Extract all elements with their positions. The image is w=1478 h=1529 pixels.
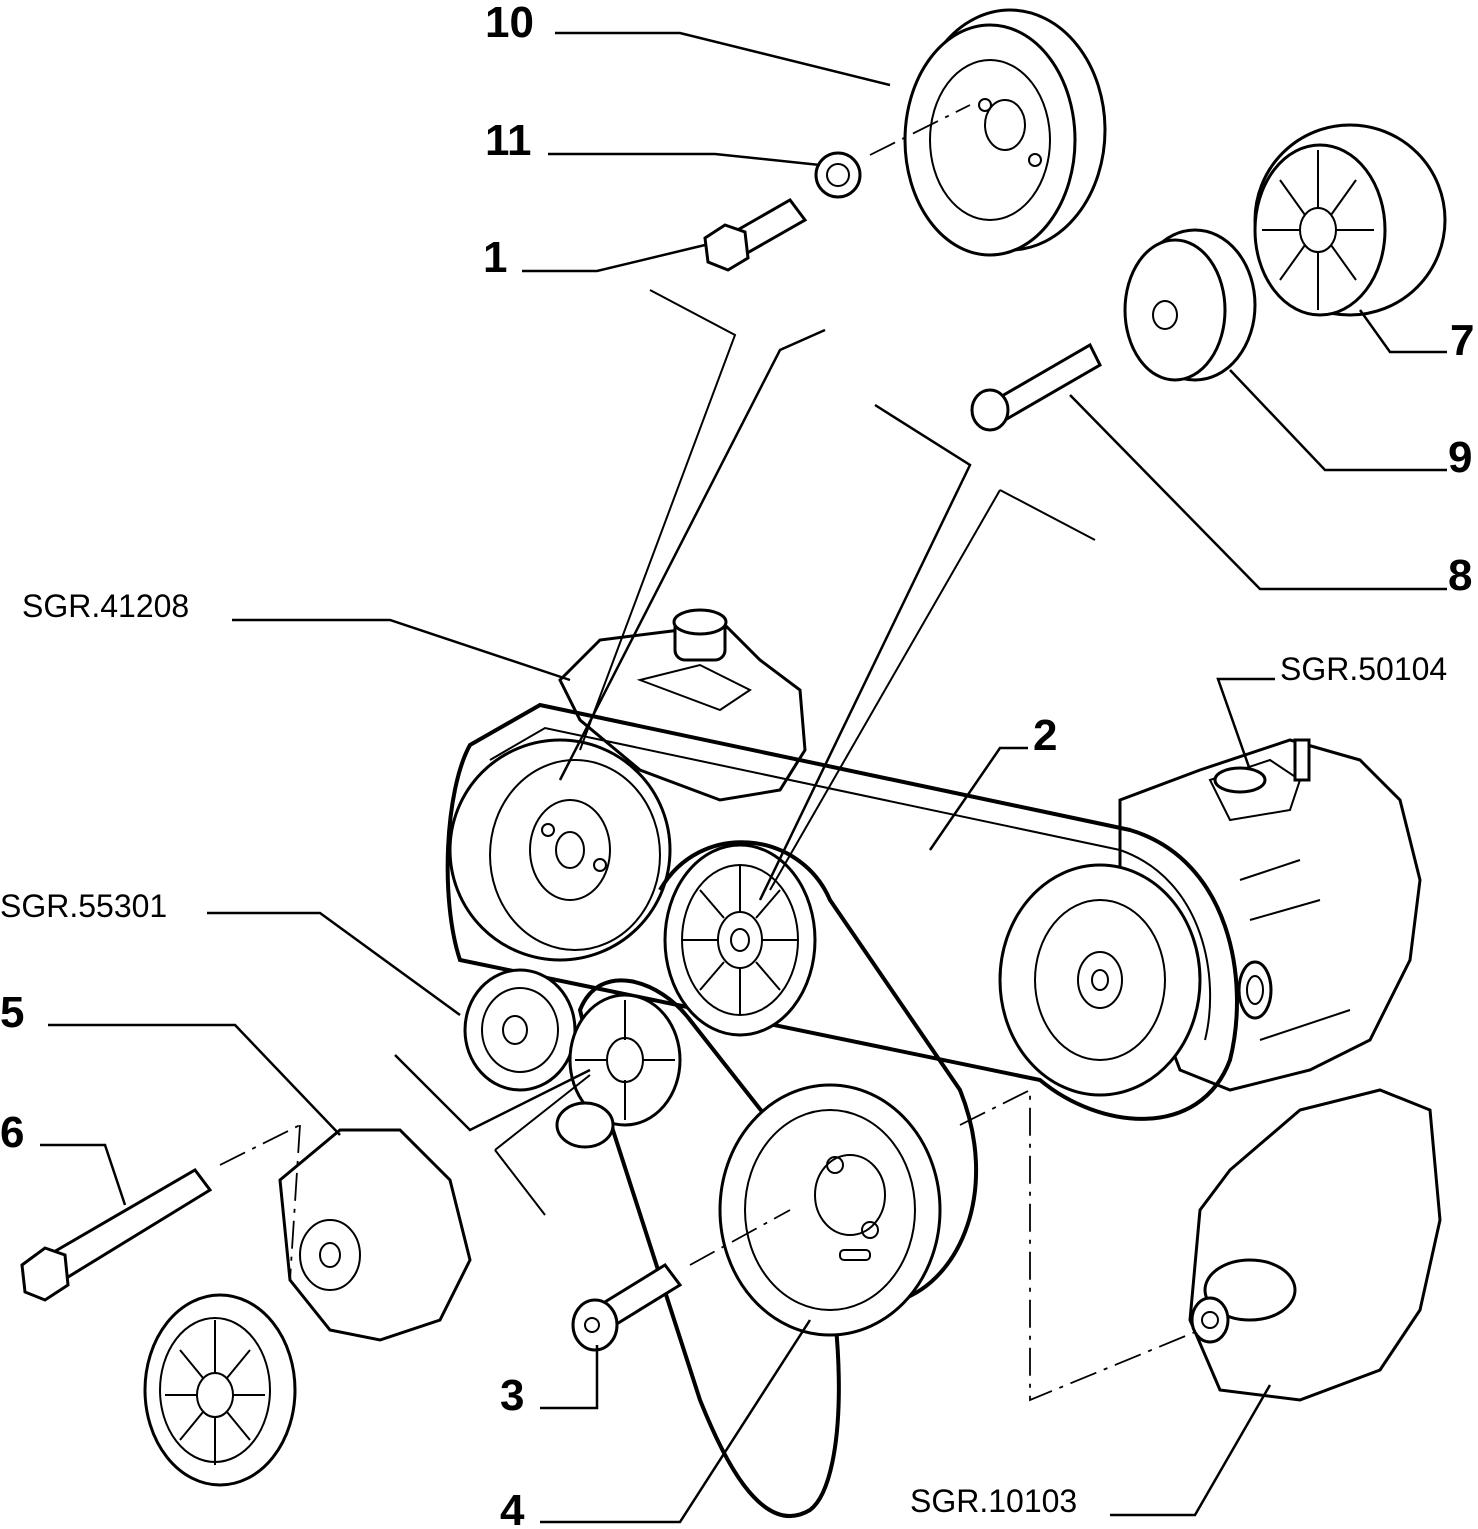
- bolt-6: [20, 1168, 213, 1302]
- crankshaft-pulley: [718, 1083, 942, 1337]
- pulley-10: [903, 8, 1107, 257]
- water-pump-pulley: [463, 968, 577, 1092]
- bolt-3: [571, 1263, 683, 1352]
- bolt-8: [970, 342, 1102, 432]
- leader-lines: [40, 31, 1447, 1524]
- label-1: 1: [483, 233, 507, 282]
- label-4: 4: [500, 1486, 525, 1529]
- crankshaft: [1188, 1088, 1442, 1402]
- tensioner-pulley-small: [555, 993, 682, 1149]
- label-3: 3: [500, 1371, 524, 1420]
- center-lines: [219, 104, 1201, 1402]
- label-6: 6: [0, 1108, 24, 1157]
- label-2: 2: [1033, 711, 1057, 760]
- label-5: 5: [0, 988, 24, 1037]
- label-7: 7: [1450, 316, 1474, 365]
- compressor-pulley: [998, 863, 1202, 1097]
- idler-pulley-7: [1253, 123, 1447, 317]
- bolt-1: [703, 198, 808, 272]
- ref-10103: SGR.10103: [910, 1483, 1077, 1519]
- pulley-9: [1123, 228, 1257, 382]
- label-11: 11: [485, 116, 532, 165]
- ref-41208: SGR.41208: [22, 588, 189, 624]
- label-8: 8: [1448, 551, 1472, 600]
- ref-55301: SGR.55301: [0, 888, 167, 924]
- tensioner-assembly: [278, 1128, 472, 1342]
- belt-lower: [577, 840, 979, 1518]
- label-10: 10: [485, 0, 534, 47]
- ref-50104: SGR.50104: [1280, 651, 1447, 687]
- power-steering-pump: [558, 608, 807, 802]
- tensioner-pulley: [143, 1293, 297, 1487]
- washer-11: [814, 151, 862, 199]
- belt-upper: [445, 702, 1239, 1121]
- idler-pulley-upper: [663, 843, 817, 1037]
- steering-pump-pulley: [448, 738, 672, 962]
- label-9: 9: [1448, 433, 1472, 482]
